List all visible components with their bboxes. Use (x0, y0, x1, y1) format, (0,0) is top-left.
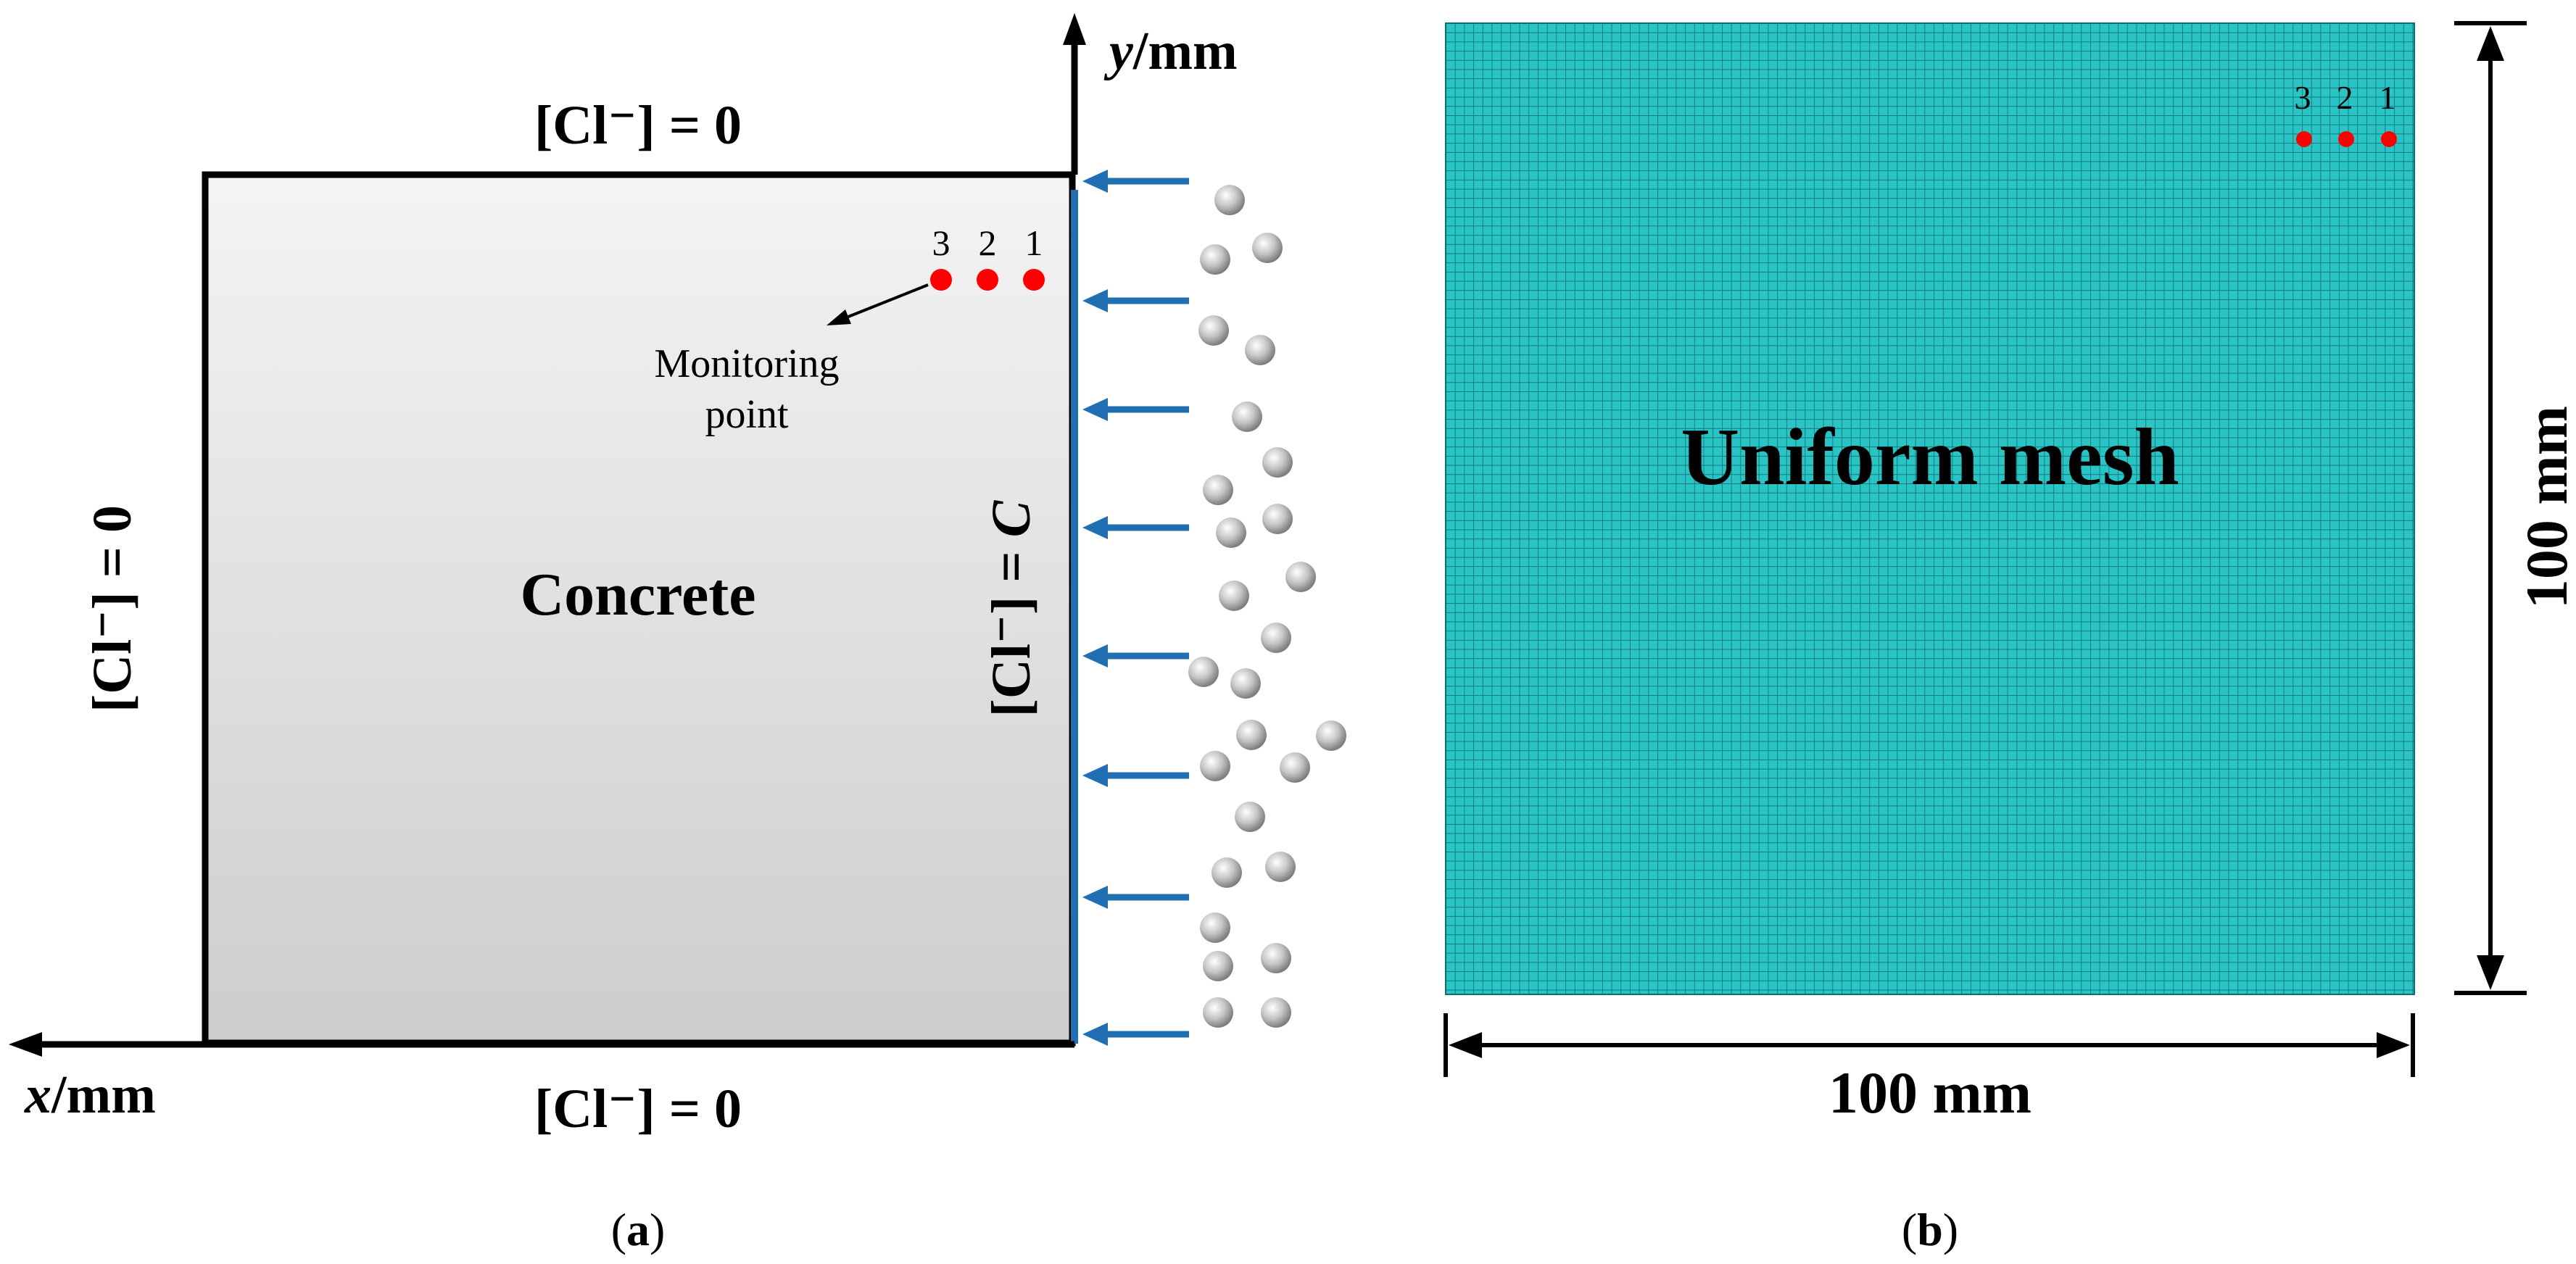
chloride-ion (1262, 504, 1293, 534)
chloride-ion (1235, 802, 1265, 832)
chloride-ion (1265, 852, 1296, 882)
x-axis-arrowhead (9, 1032, 42, 1057)
y-axis-unit: /mm (1132, 22, 1238, 81)
material-label: Concrete (521, 561, 756, 628)
monitoring-label-line2: point (705, 392, 789, 437)
chloride-ion (1285, 562, 1316, 592)
mesh-border (1445, 22, 2415, 995)
mesh-label: Uniform mesh (1681, 412, 2179, 502)
chloride-ion (1203, 475, 1233, 505)
concrete-block (202, 171, 1076, 1047)
chloride-ion (1200, 751, 1230, 781)
inflow-arrow (1082, 644, 1189, 668)
monitoring-point-3 (930, 269, 952, 291)
right-bc-var: C (981, 499, 1042, 537)
chloride-ion (1261, 997, 1291, 1028)
chloride-ion (1232, 402, 1262, 432)
top-boundary-condition: [Cl⁻] = 0 (534, 95, 742, 156)
chloride-ion (1245, 335, 1275, 365)
uniform-mesh (1446, 23, 2414, 994)
chloride-ion (1316, 720, 1346, 751)
panel-a-caption: (a) (611, 1204, 666, 1255)
inflow-arrow (1082, 170, 1189, 193)
chloride-ion (1230, 668, 1261, 699)
chloride-ion (1198, 315, 1229, 346)
bottom-boundary-condition: [Cl⁻] = 0 (534, 1078, 742, 1139)
chloride-ion (1200, 912, 1230, 943)
height-dimension-arrow-bottom (2477, 955, 2504, 990)
chloride-ion (1280, 752, 1310, 783)
width-dimension-arrow-left (1449, 1032, 1482, 1058)
monitoring-point-label-3: 3 (932, 223, 951, 263)
monitoring-point-label-2: 2 (979, 223, 997, 263)
monitoring-pointer-head (827, 309, 851, 325)
y-axis-var: y (1103, 22, 1134, 81)
width-dimension-arrow-right (2377, 1032, 2410, 1058)
panel-a-caption-letter: a (626, 1204, 650, 1255)
width-dimension-label: 100 mm (1829, 1060, 2032, 1126)
chloride-ion (1236, 720, 1267, 750)
monitoring-points-b: 3 2 1 (2295, 79, 2397, 147)
chloride-inflow-arrows (1082, 170, 1189, 1046)
monitoring-point-1 (1023, 269, 1045, 291)
chloride-ion (1219, 581, 1249, 611)
height-dimension-arrow-top (2477, 26, 2504, 61)
chloride-ion (1203, 997, 1233, 1028)
inflow-arrow (1082, 1023, 1189, 1046)
y-axis-label: y/mm (1103, 22, 1238, 81)
mesh-monitoring-point-2 (2338, 131, 2354, 147)
panel-b-caption-letter: b (1917, 1204, 1943, 1255)
height-dimension-label: 100 mm (2514, 406, 2576, 609)
x-axis-var: x (24, 1065, 51, 1125)
mesh-monitoring-label-1: 1 (2380, 79, 2396, 116)
inflow-arrow (1082, 289, 1189, 312)
y-axis-arrowhead (1063, 13, 1086, 45)
chloride-ion (1203, 951, 1233, 981)
x-axis-label: x/mm (24, 1065, 156, 1125)
x-axis-unit: /mm (51, 1065, 156, 1125)
monitoring-label-line1: Monitoring (654, 341, 839, 386)
chloride-ion (1261, 623, 1291, 653)
monitoring-point-2 (977, 269, 998, 291)
mesh-monitoring-label-2: 2 (2337, 79, 2353, 116)
chloride-ion (1252, 233, 1283, 263)
chloride-ion (1200, 244, 1230, 275)
monitoring-point-label-1: 1 (1025, 223, 1043, 263)
right-bc-prefix: [Cl⁻] = (981, 537, 1042, 717)
right-boundary-condition: [Cl⁻] = C (981, 499, 1042, 717)
panel-b-caption: (b) (1902, 1204, 1958, 1255)
chloride-ion-particles (1188, 185, 1346, 1028)
chloride-ion (1214, 185, 1245, 215)
mesh-monitoring-label-3: 3 (2295, 79, 2311, 116)
monitoring-pointer-line (848, 283, 929, 318)
chloride-ion (1188, 657, 1219, 687)
chloride-ion (1216, 517, 1246, 548)
chloride-ion (1261, 943, 1291, 973)
inflow-arrow (1082, 764, 1189, 787)
panel-a: y/mm x/mm [Cl⁻] = 0 [Cl⁻] = 0 [Cl⁻] = 0 … (9, 13, 1346, 1255)
chloride-ion (1262, 447, 1293, 478)
left-boundary-condition: [Cl⁻] = 0 (82, 505, 143, 712)
chloride-ion (1212, 857, 1242, 888)
panel-b: Uniform mesh 3 2 1 100 mm 100 mm (b) (1444, 21, 2576, 1255)
monitoring-points-a: 3 2 1 (930, 223, 1045, 291)
mesh-monitoring-point-3 (2296, 131, 2312, 147)
mesh-monitoring-point-1 (2381, 131, 2397, 147)
inflow-arrow (1082, 886, 1189, 909)
inflow-arrow (1082, 516, 1189, 539)
inflow-arrow (1082, 398, 1189, 421)
